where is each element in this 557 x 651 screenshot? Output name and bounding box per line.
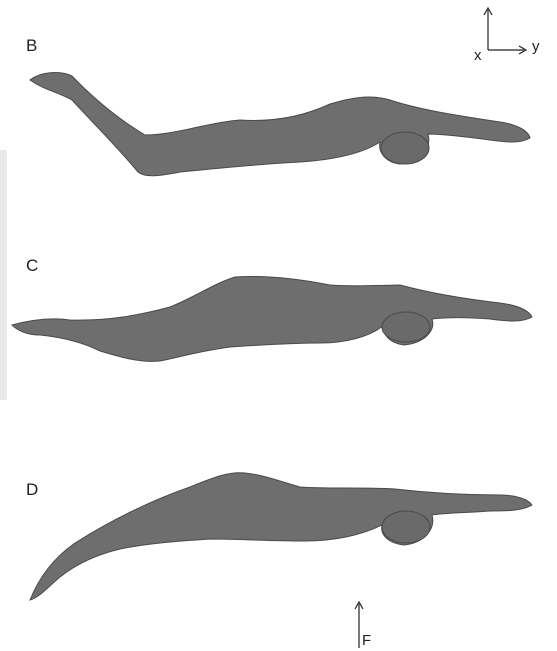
swimmer-b-body: [30, 73, 530, 176]
swimmer-b-head: [381, 132, 429, 164]
force-label: F: [362, 632, 371, 649]
swimmer-b-figure: [0, 60, 557, 190]
swimmer-c-body: [12, 276, 532, 361]
y-axis-label: y: [532, 38, 540, 55]
swimmer-d-head: [382, 511, 430, 543]
swimmer-d-figure: [0, 465, 557, 610]
swimmer-c-head: [382, 312, 430, 342]
swimmer-c-figure: [0, 265, 557, 375]
panel-label-b: B: [26, 36, 37, 56]
swimmer-d-body: [30, 473, 532, 600]
